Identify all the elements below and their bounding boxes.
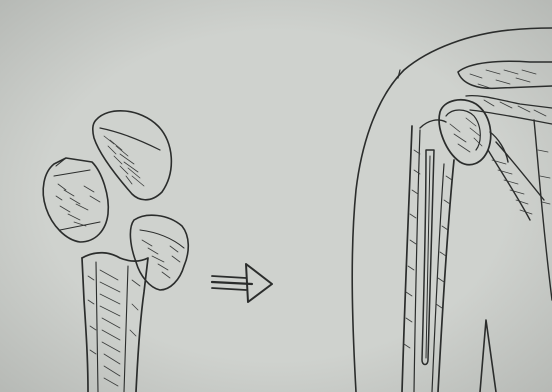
fracture-reconstruction-diagram xyxy=(0,0,552,392)
figure-canvas xyxy=(0,0,552,392)
paper-background xyxy=(0,0,552,392)
